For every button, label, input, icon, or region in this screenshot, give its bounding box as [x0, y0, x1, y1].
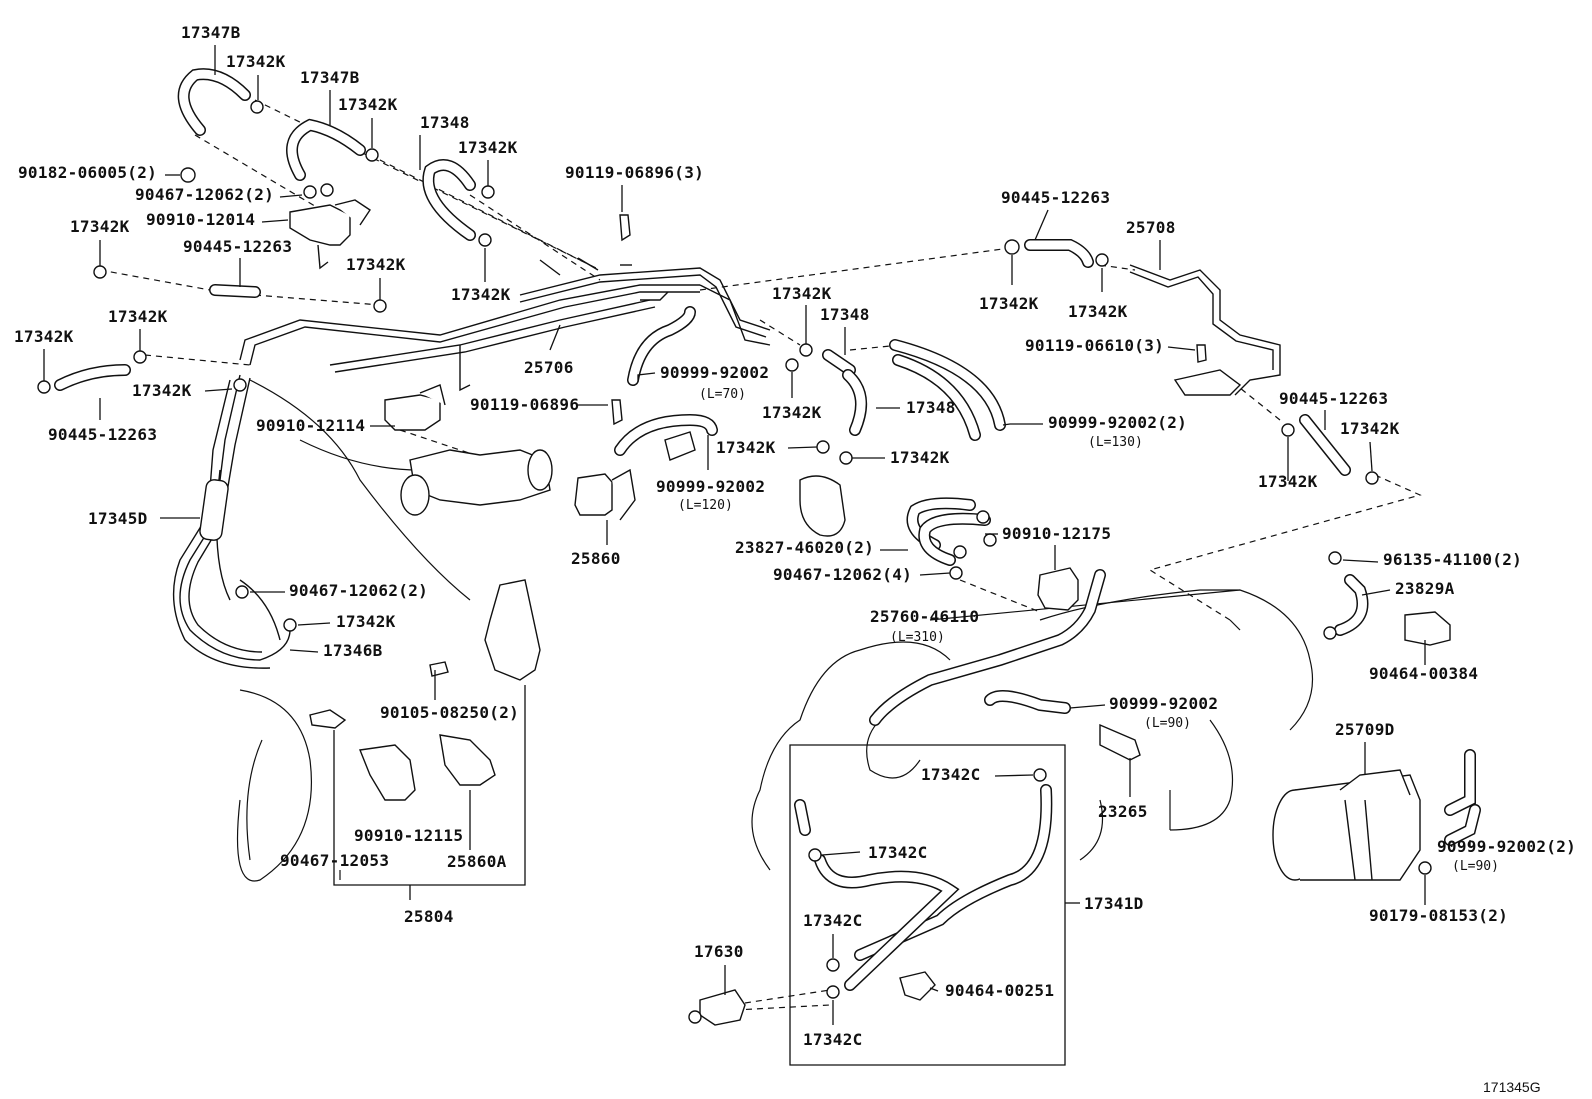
part-number-label: 17348: [420, 113, 470, 132]
length-note: (L=310): [890, 630, 945, 645]
hose-cluster-17345D: [172, 374, 291, 669]
part-number-label: 17346B: [323, 641, 383, 660]
part-number-label: 17345D: [88, 509, 148, 528]
part-number-label: 90464-00251: [945, 981, 1054, 1000]
part-number-label: 23829A: [1395, 579, 1455, 598]
part-number-label: 17342K: [458, 138, 518, 157]
part-number-label: 90445-12263: [1001, 188, 1110, 207]
part-number-label: 17630: [694, 942, 744, 961]
part-number-label: 25708: [1126, 218, 1176, 237]
components: [37, 100, 1451, 1026]
part-number-label: 90182-06005(2): [18, 163, 157, 182]
part-number-label: 17347B: [300, 68, 360, 87]
part-number-label: 17342C: [921, 765, 981, 784]
part-number-label: 23265: [1098, 802, 1148, 821]
part-number-label: 90179-08153(2): [1369, 906, 1508, 925]
part-number-label: 90910-12114: [256, 416, 365, 435]
part-number-label: 90105-08250(2): [380, 703, 519, 722]
length-note: (L=90): [1452, 859, 1499, 874]
part-number-label: 23827-46020(2): [735, 538, 874, 557]
part-number-label: 17342K: [108, 307, 168, 326]
length-note: (L=120): [678, 498, 733, 513]
part-number-label: 17342C: [803, 1030, 863, 1049]
part-number-label: 90119-06610(3): [1025, 336, 1164, 355]
part-number-label: 25804: [404, 907, 454, 926]
part-number-label: 17342K: [1340, 419, 1400, 438]
part-number-label: 17342K: [1258, 472, 1318, 491]
part-number-label: 17342K: [451, 285, 511, 304]
part-number-label: 17342K: [890, 448, 950, 467]
part-number-label: 90445-12263: [183, 237, 292, 256]
part-number-label: 17342K: [132, 381, 192, 400]
part-number-label: 90999-92002: [1109, 694, 1218, 713]
part-number-label: 17342K: [762, 403, 822, 422]
part-number-label: 90999-92002: [660, 363, 769, 382]
length-note: (L=70): [699, 387, 746, 402]
part-labels: 17347B 17342K 17347B 17342K 17348 17342K 90119…: [14, 23, 1576, 1049]
part-number-label: 90999-92002(2): [1048, 413, 1187, 432]
part-number-label: 90467-12062(2): [135, 185, 274, 204]
part-number-label: 17348: [820, 305, 870, 324]
part-number-label: 90467-12062(2): [289, 581, 428, 600]
diagram-id: 171345G: [1483, 1079, 1541, 1095]
part-number-label: 17342K: [1068, 302, 1128, 321]
part-number-label: 17341D: [1084, 894, 1144, 913]
part-number-label: 90999-92002: [656, 477, 765, 496]
part-number-label: 17347B: [181, 23, 241, 42]
part-number-label: 17342K: [346, 255, 406, 274]
part-number-label: 90910-12115: [354, 826, 463, 845]
length-note: (L=130): [1088, 435, 1143, 450]
part-number-label: 17348: [906, 398, 956, 417]
part-number-label: 17342K: [716, 438, 776, 457]
part-number-label: 90445-12263: [48, 425, 157, 444]
leader-lines: [43, 45, 1471, 1066]
part-number-label: 90467-12062(4): [773, 565, 912, 584]
engine-outline: [236, 379, 1314, 882]
part-number-label: 17342K: [336, 612, 396, 631]
pipe-assembly-25706: [239, 257, 771, 392]
part-number-label: 17342K: [226, 52, 286, 71]
part-number-label: 90910-12014: [146, 210, 255, 229]
part-number-label: 90445-12263: [1279, 389, 1388, 408]
part-number-label: 25860: [571, 549, 621, 568]
part-number-label: 25860A: [447, 852, 507, 871]
part-number-label: 17342K: [338, 95, 398, 114]
part-number-label: 17342C: [803, 911, 863, 930]
part-number-label: 25760-46110: [870, 607, 979, 626]
part-number-label: 17342K: [772, 284, 832, 303]
part-number-label: 17342K: [979, 294, 1039, 313]
part-number-label: 25709D: [1335, 720, 1395, 739]
part-number-label: 17342C: [868, 843, 928, 862]
part-number-label: 17342K: [14, 327, 74, 346]
part-number-label: 25706: [524, 358, 574, 377]
part-number-label: 90119-06896(3): [565, 163, 704, 182]
part-number-label: 90467-12053: [280, 851, 389, 870]
part-number-label: 96135-41100(2): [1383, 550, 1522, 569]
part-number-label: 90119-06896: [470, 395, 579, 414]
length-note: (L=90): [1144, 716, 1191, 731]
hoses: [54, 68, 1481, 991]
part-number-label: 17342K: [70, 217, 130, 236]
part-number-label: 90464-00384: [1369, 664, 1478, 683]
part-number-label: 90910-12175: [1002, 524, 1111, 543]
part-number-label: 90999-92002(2): [1437, 837, 1576, 856]
